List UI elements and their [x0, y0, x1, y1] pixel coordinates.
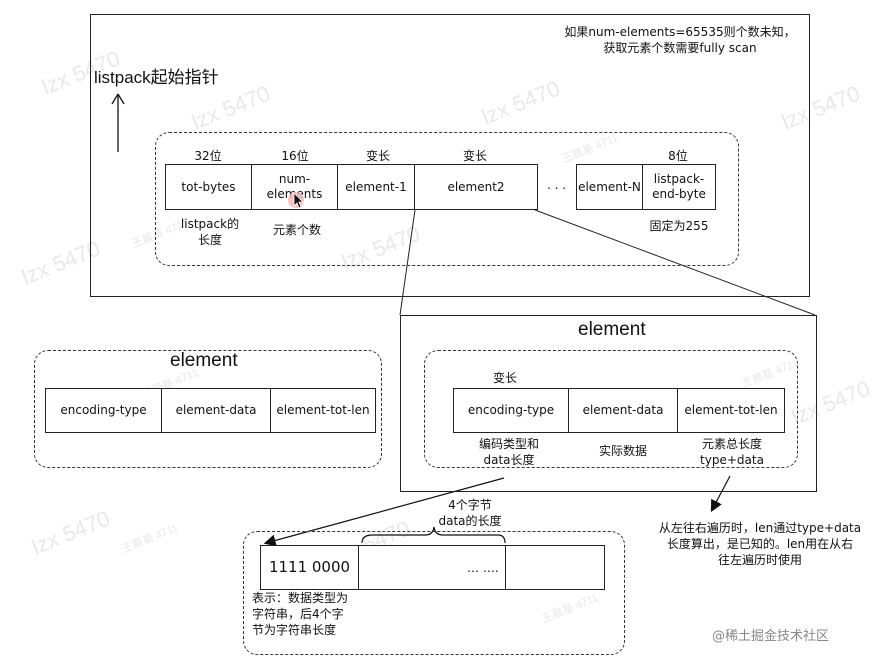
element-1-cell: element-1 [338, 165, 415, 209]
brace-label: 4个字节 data的长度 [438, 498, 502, 528]
right-element-data-cell: element-data [569, 389, 678, 432]
left-element-title: element [170, 350, 238, 371]
tot-bytes-note: listpack的 长度 [180, 217, 240, 247]
watermark: lzx 5470 [28, 505, 114, 560]
right-element-title: element [578, 319, 646, 340]
right-element-row: encoding-type element-data element-tot-l… [453, 388, 785, 433]
listpack-row: tot-bytes num-elements element-1 element… [165, 164, 538, 210]
encoding-type-note: 编码类型和 data长度 [478, 437, 539, 467]
end-byte-cell: listpack- end-byte [652, 172, 706, 201]
left-element-tot-len-cell: element-tot-len [276, 403, 370, 417]
listpack-pointer-label: listpack起始指针 [94, 68, 219, 87]
listpack-frame [90, 14, 810, 297]
right-element-frame [400, 315, 817, 492]
num-elements-size: 16位 [281, 149, 309, 163]
end-byte-size: 8位 [668, 149, 688, 163]
element2-cell: element2 [447, 179, 505, 194]
right-element-tot-len-cell: element-tot-len [684, 403, 778, 417]
element-data-note: 实际数据 [598, 444, 647, 458]
first-byte-cell: 1111 0000 [261, 546, 359, 589]
listpack-group [155, 132, 739, 266]
bytes-row: 1111 0000 [260, 545, 510, 590]
element-n-cell: element-N [577, 165, 643, 209]
left-element-data-cell: element-data [162, 389, 271, 432]
listpack-tail-row: element-N listpack- end-byte [576, 164, 716, 210]
traversal-note: 从左往右遍历时，len通过type+data 长度算出，是已知的。len用在从右… [658, 521, 862, 567]
footer-credit: @稀土掘金技术社区 [712, 629, 830, 644]
right-encoding-type-cell: encoding-type [454, 389, 569, 432]
element-1-size: 变长 [365, 149, 390, 163]
right-element-group [424, 350, 798, 468]
num-elements-note-label: 元素个数 [272, 223, 321, 237]
num-elements-note: 如果num-elements=65535则个数未知， 获取元素个数需要fully… [564, 25, 796, 55]
left-element-row: encoding-type element-data element-tot-l… [45, 388, 376, 433]
watermark: 王晨基 4711 [120, 522, 181, 556]
end-byte-note: 固定为255 [649, 219, 709, 233]
data-bytes-cell [505, 545, 605, 590]
element2-size: 变长 [462, 149, 487, 163]
first-byte-note: 表示：数据类型为 字符串，后4个字 节为字符串长度 [252, 591, 349, 637]
bytes-group [243, 531, 625, 655]
mouse-cursor-icon [288, 192, 304, 209]
right-element-size: 变长 [492, 371, 517, 385]
bytes-ellipsis: … …. [467, 561, 499, 575]
left-encoding-type-cell: encoding-type [46, 389, 162, 432]
left-element-group [34, 350, 382, 468]
listpack-ellipsis: . . . [547, 178, 567, 192]
element-tot-len-note: 元素总长度 type+data [700, 437, 764, 467]
tot-bytes-cell: tot-bytes [166, 165, 252, 209]
tot-bytes-size: 32位 [194, 149, 222, 163]
